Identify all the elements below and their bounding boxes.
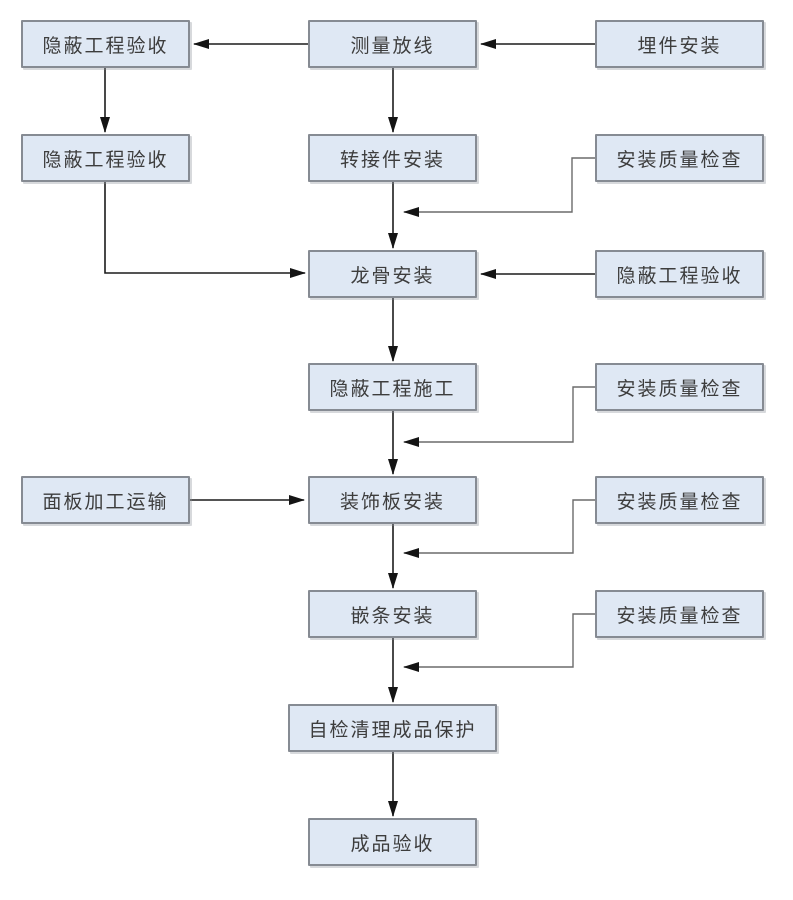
node-installation-quality-check-1: 安装质量检查 [595, 134, 764, 182]
edge-quality-check2-feedback [403, 386, 595, 447]
node-panel-processing-transport: 面板加工运输 [21, 476, 190, 524]
node-installation-quality-check-3: 安装质量检查 [595, 476, 764, 524]
node-installation-quality-check-2: 安装质量检查 [595, 363, 764, 411]
node-embedded-parts-installation: 埋件安装 [595, 20, 764, 68]
node-decorative-panel-installation: 装饰板安装 [308, 476, 477, 524]
node-hidden-work-acceptance-1: 隐蔽工程验收 [21, 20, 190, 68]
edge-hidden-acceptance2-to-keel [104, 182, 306, 278]
node-hidden-work-acceptance-2: 隐蔽工程验收 [21, 134, 190, 182]
node-self-check-cleanup-product-protection: 自检清理成品保护 [288, 704, 497, 752]
node-finished-product-acceptance: 成品验收 [308, 818, 477, 866]
node-keel-installation: 龙骨安装 [308, 250, 477, 298]
edge-quality-check3-feedback [403, 499, 595, 558]
edge-quality-check1-feedback [403, 157, 595, 217]
node-hidden-work-construction: 隐蔽工程施工 [308, 363, 477, 411]
node-measure-setting-out: 测量放线 [308, 20, 477, 68]
edge-quality-check4-feedback [403, 613, 595, 672]
node-adapter-installation: 转接件安装 [308, 134, 477, 182]
node-trim-strip-installation: 嵌条安装 [308, 590, 477, 638]
node-hidden-work-acceptance-3: 隐蔽工程验收 [595, 250, 764, 298]
node-installation-quality-check-4: 安装质量检查 [595, 590, 764, 638]
